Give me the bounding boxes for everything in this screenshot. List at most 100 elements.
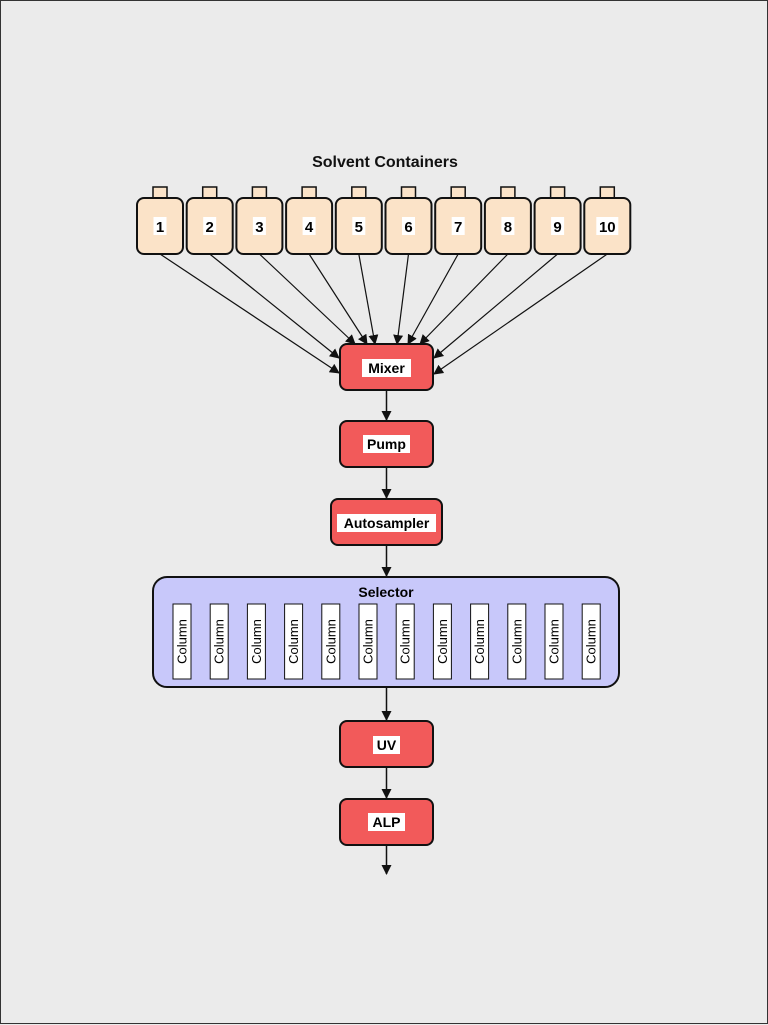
container-cap [301, 186, 317, 199]
container-label: 7 [454, 219, 462, 236]
solvent-container-6[interactable]: 6 [384, 186, 433, 255]
selector-column[interactable]: Column [544, 603, 564, 680]
column-label: Column [435, 619, 450, 664]
pump-node[interactable]: Pump [339, 420, 434, 468]
column-label: Column [584, 619, 599, 664]
flow-arrow [407, 253, 459, 345]
pump-label: Pump [367, 436, 406, 452]
diagram-title: Solvent Containers [312, 154, 458, 171]
uv-label: UV [377, 737, 397, 753]
selector-label: Selector [358, 584, 414, 600]
mixer-label: Mixer [368, 360, 405, 376]
container-label: 10 [599, 219, 616, 236]
flow-arrow [433, 253, 558, 359]
column-label: Column [249, 619, 264, 664]
container-label: 1 [156, 219, 164, 236]
container-label: 3 [255, 219, 263, 236]
solvent-container-10[interactable]: 10 [583, 186, 632, 255]
solvent-container-3[interactable]: 3 [235, 186, 284, 255]
container-label-bg [551, 217, 565, 235]
flow-arrow [358, 253, 379, 345]
alp-node[interactable]: ALP [339, 798, 434, 846]
column-box [358, 603, 378, 680]
container-cap [251, 186, 268, 199]
column-label: Column [286, 619, 301, 664]
container-label-bg [501, 217, 515, 235]
container-label-bg [352, 217, 366, 235]
solvent-container-1[interactable]: 1 [136, 186, 184, 255]
flow-arrow [159, 253, 340, 374]
selector-column[interactable]: Column [470, 603, 490, 680]
container-cap [400, 186, 417, 199]
container-label: 2 [206, 219, 214, 236]
autosampler-node[interactable]: Autosampler [330, 498, 443, 546]
solvent-container-5[interactable]: 5 [334, 186, 383, 255]
flow-arrows [159, 253, 608, 875]
container-cap [152, 186, 168, 199]
column-box [432, 603, 452, 680]
selector-column[interactable]: Column [507, 603, 527, 680]
container-label-bg [302, 217, 316, 235]
column-label: Column [509, 619, 524, 664]
selector-column[interactable]: Column [172, 603, 192, 680]
flow-arrow [209, 253, 340, 359]
column-label: Column [212, 619, 227, 664]
column-box [507, 603, 527, 680]
column-label: Column [361, 619, 376, 664]
container-label-bg [451, 217, 465, 235]
flow-arrow [258, 253, 356, 345]
autosampler-label: Autosampler [344, 515, 430, 531]
column-label: Column [547, 619, 562, 664]
container-label-bg [596, 217, 619, 235]
alp-label: ALP [373, 814, 401, 830]
container-label-bg [402, 217, 415, 235]
flow-arrow [308, 253, 368, 345]
container-label: 5 [355, 219, 363, 236]
container-cap [599, 186, 616, 199]
container-label-bg [153, 217, 167, 235]
selector-column[interactable]: Column [432, 603, 452, 680]
selector-column[interactable]: Column [321, 603, 341, 680]
selector-column[interactable]: Column [358, 603, 378, 680]
mixer-node[interactable]: Mixer [339, 343, 434, 391]
flow-arrow [393, 253, 410, 345]
column-box [395, 603, 415, 680]
selector-column[interactable]: Column [581, 603, 601, 680]
solvent-container-9[interactable]: 9 [533, 186, 582, 255]
selector-columns: Column Column Column Column Column Column Colu… [172, 603, 601, 680]
column-box [172, 603, 192, 680]
column-box [321, 603, 341, 680]
solvent-container-7[interactable]: 7 [434, 186, 483, 255]
flow-arrow [433, 253, 608, 375]
column-box [209, 603, 229, 680]
column-label: Column [472, 619, 487, 664]
solvent-container-2[interactable]: 2 [185, 186, 234, 255]
solvent-container-8[interactable]: 8 [483, 186, 532, 255]
container-cap [450, 186, 466, 199]
container-label-bg [203, 217, 217, 235]
container-label: 6 [404, 219, 412, 236]
selector-column[interactable]: Column [209, 603, 229, 680]
container-cap [500, 186, 516, 199]
container-label-bg [252, 217, 266, 235]
container-cap [351, 186, 367, 199]
solvent-container-4[interactable]: 4 [285, 186, 334, 255]
container-label: 8 [504, 219, 512, 236]
column-label: Column [323, 619, 338, 664]
selector-column[interactable]: Column [284, 603, 304, 680]
column-box [544, 603, 564, 680]
column-box [581, 603, 601, 680]
container-label: 4 [305, 219, 314, 236]
column-label: Column [398, 619, 413, 664]
flow-arrow [419, 253, 509, 345]
uv-node[interactable]: UV [339, 720, 434, 768]
container-cap [549, 186, 566, 199]
container-cap [201, 186, 218, 199]
selector-column[interactable]: Column [395, 603, 415, 680]
selector-column[interactable]: Column [246, 603, 266, 680]
container-label: 9 [553, 219, 561, 236]
column-box [470, 603, 490, 680]
